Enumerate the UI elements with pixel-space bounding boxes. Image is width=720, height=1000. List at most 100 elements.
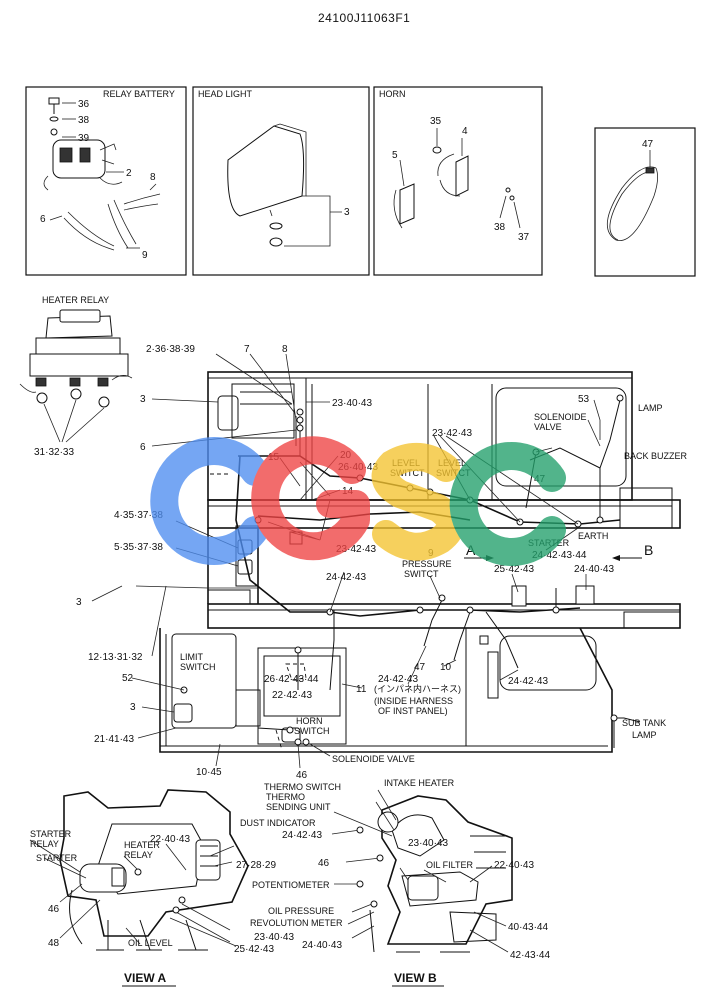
- label-intake-heater: INTAKE HEATER: [384, 778, 455, 788]
- label-horn-switch: HORN: [296, 716, 323, 726]
- label-7: 7: [244, 344, 250, 355]
- label-24-40-43: 24·40·43: [574, 564, 614, 575]
- label-pressure-switch-b: SWITCT: [404, 569, 439, 579]
- label-level-switch-1b: SWITCT: [390, 468, 425, 478]
- label-52: 52: [122, 673, 134, 684]
- callout-2: 2: [126, 168, 132, 179]
- label-sub-tank-lamp-b: LAMP: [632, 730, 657, 740]
- label-starter-view: STARTER: [36, 853, 78, 863]
- label-23-40-43-b-view: 23·40·43: [254, 932, 294, 943]
- callout-36: 36: [78, 99, 90, 110]
- heater-relay-group: HEATER RELAY 31·32·33: [19, 295, 133, 458]
- label-27-28-29: 27·28·29: [236, 860, 276, 871]
- label-23-42-43-b: 23·42·43: [336, 544, 376, 555]
- label-pressure-switch: PRESSURE: [402, 559, 452, 569]
- label-heater-relay-view-b: RELAY: [124, 850, 153, 860]
- label-starter-relay-b: RELAY: [30, 839, 59, 849]
- callout-6: 6: [40, 214, 46, 225]
- label-42-43-44: 42·43·44: [510, 950, 550, 961]
- label-thermo-switch: THERMO SWITCH: [264, 782, 341, 792]
- label-solenoide-valve-top-b: VALVE: [534, 422, 562, 432]
- heater-relay-title: HEATER RELAY: [42, 295, 109, 305]
- label-22-40-43-b: 22·40·43: [494, 860, 534, 871]
- label-sub-tank-lamp: SUB TANK: [622, 718, 666, 728]
- callout-8: 8: [150, 172, 156, 183]
- callout-9: 9: [142, 250, 148, 261]
- watermark-cgsc: [150, 436, 566, 566]
- label-solenoide-valve-bottom: SOLENOIDE VALVE: [332, 754, 415, 764]
- label-lamp-top: LAMP: [638, 403, 663, 413]
- label-2-36-38-39: 2·36·38·39: [146, 344, 195, 355]
- label-mark-b: B: [644, 542, 653, 558]
- label-starter-relay: STARTER: [30, 829, 72, 839]
- panel-head-light: HEAD LIGHT 3: [192, 86, 370, 276]
- callout-5: 5: [392, 150, 398, 161]
- label-11: 11: [356, 684, 367, 695]
- label-thermo-sending-unit: THERMO: [266, 792, 305, 802]
- label-46-b: 46: [318, 858, 330, 869]
- heater-relay-callout: 31·32·33: [34, 447, 74, 458]
- label-dust-indicator: DUST INDICATOR: [240, 818, 316, 828]
- label-potentiometer: POTENTIOMETER: [252, 880, 330, 890]
- watermark-letter-c-green: [449, 442, 566, 566]
- label-26-42-43-44: 26·42·43·44: [264, 674, 319, 685]
- label-3-lower: 3: [130, 702, 136, 713]
- panel-misc: 47: [594, 127, 696, 277]
- label-46-a: 46: [296, 770, 308, 781]
- panel-title-relay-battery: RELAY BATTERY: [103, 89, 175, 99]
- view-a-engine: [29, 789, 249, 951]
- watermark-letter-s-yellow: [371, 443, 465, 561]
- label-47-b: 47: [414, 662, 426, 673]
- label-23-40-43-a: 23·40·43: [332, 398, 372, 409]
- label-3-frame: 3: [140, 394, 146, 405]
- label-thermo-sending-unit-b: SENDING UNIT: [266, 802, 331, 812]
- label-22-40-43-a: 22·40·43: [150, 834, 190, 845]
- label-view-b: VIEW B: [394, 971, 437, 985]
- panel-relay-battery: RELAY BATTERY 36 38 39 2 8 6 9: [25, 86, 187, 276]
- label-8: 8: [282, 344, 288, 355]
- label-24-42-43-c: 24·42·43: [508, 676, 548, 687]
- label-horn-switch-b: SWITCH: [294, 726, 330, 736]
- label-heater-relay-view: HEATER: [124, 840, 160, 850]
- label-solenoide-valve-top: SOLENOIDE: [534, 412, 587, 422]
- label-46-c: 46: [48, 904, 60, 915]
- label-24-40-43-view: 24·40·43: [302, 940, 342, 951]
- callout-47-misc: 47: [642, 139, 654, 150]
- label-25-42-43-a: 25·42·43: [494, 564, 534, 575]
- label-10-45: 10·45: [196, 767, 222, 778]
- label-limit-switch: LIMIT: [180, 652, 204, 662]
- label-inside-harness-jp: (インパネ内ハーネス): [374, 683, 461, 694]
- label-oil-filter: OIL FILTER: [426, 860, 474, 870]
- label-oil-pressure: OIL PRESSURE: [268, 906, 334, 916]
- label-25-42-43-view: 25·42·43: [234, 944, 274, 955]
- label-24-42-43-44-a: 24·42·43·44: [532, 550, 587, 561]
- label-inside-harness-1: (INSIDE HARNESS: [374, 696, 453, 706]
- panel-title-head-light: HEAD LIGHT: [198, 89, 253, 99]
- label-22-42-43: 22·42·43: [272, 690, 312, 701]
- label-24-42-43-a: 24·42·43: [326, 572, 366, 583]
- callout-37: 37: [518, 232, 530, 243]
- callout-35: 35: [430, 116, 442, 127]
- label-40-43-44: 40·43·44: [508, 922, 548, 933]
- callout-3-headlight: 3: [344, 207, 350, 218]
- callout-38: 38: [78, 115, 90, 126]
- label-6: 6: [140, 442, 146, 453]
- label-5-35-37-38: 5·35·37·38: [114, 542, 163, 553]
- watermark-letter-c-blue: [150, 437, 269, 565]
- label-view-a: VIEW A: [124, 971, 167, 985]
- label-23-42-43-a: 23·42·43: [432, 428, 472, 439]
- label-earth: EARTH: [578, 531, 608, 541]
- callout-38-horn: 38: [494, 222, 506, 233]
- main-labels: 2·36·38·39 7 8 3 23·40·43 6 15 20 26·40·…: [76, 344, 688, 781]
- watermark-letter-g-red: [251, 436, 370, 561]
- label-53: 53: [578, 394, 590, 405]
- panel-horn: HORN 35 4 5 38 37: [373, 86, 543, 276]
- label-revolution-meter: REVOLUTION METER: [250, 918, 343, 928]
- label-limit-switch-b: SWITCH: [180, 662, 216, 672]
- label-21-41-43: 21·41·43: [94, 734, 134, 745]
- callout-39: 39: [78, 133, 90, 144]
- label-4-35-37-38: 4·35·37·38: [114, 510, 163, 521]
- label-48: 48: [48, 938, 60, 949]
- label-3-side: 3: [76, 597, 82, 608]
